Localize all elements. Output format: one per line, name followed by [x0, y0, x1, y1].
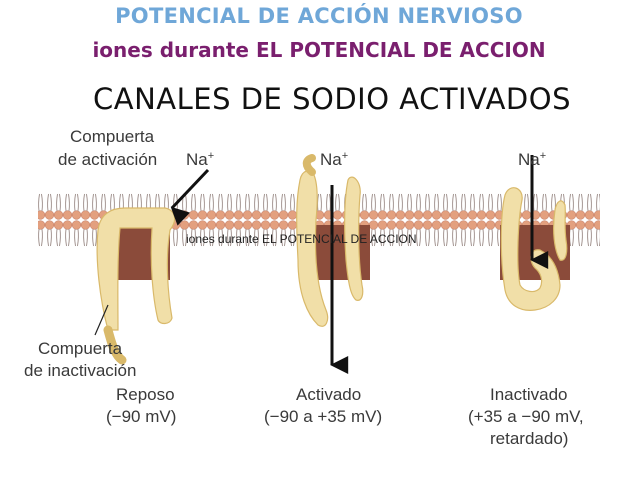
state-voltage-inactivated: (+35 a −90 mV,	[468, 407, 584, 426]
inactivation-gate-label-line2: de inactivación	[24, 361, 136, 380]
ion-charge: +	[342, 150, 348, 162]
state-voltage-activated: (−90 a +35 mV)	[264, 407, 382, 426]
ion-label-inactivated: Na+	[518, 150, 546, 169]
state-name-inactivated: Inactivado	[490, 385, 568, 404]
state-name-activated: Activado	[296, 385, 361, 404]
page-title: POTENCIAL DE ACCIÓN NERVIOSO	[115, 4, 523, 28]
ion-symbol: Na	[320, 150, 342, 169]
channel-activated	[296, 154, 370, 327]
ion-charge: +	[208, 150, 214, 162]
state-extra-inactivated: retardado)	[490, 429, 568, 448]
ion-charge: +	[540, 150, 546, 162]
state-name-resting: Reposo	[116, 385, 175, 404]
activation-gate-label-line1: Compuerta	[70, 127, 155, 146]
inactivation-gate-pointer	[94, 304, 109, 336]
ion-label-resting: Na+	[186, 150, 214, 169]
sodium-channel-diagram: Compuerta de activación Na+ Na+ Na+ Comp…	[24, 127, 600, 448]
page-subtitle: iones durante EL POTENCIAL DE ACCION	[92, 38, 546, 62]
state-voltage-resting: (−90 mV)	[106, 407, 176, 426]
channel-resting	[96, 207, 176, 365]
overlay-caption: iones durante EL POTENCIAL DE ACCION	[186, 232, 417, 246]
inactivation-gate-label-line1: Compuerta	[38, 339, 123, 358]
ion-symbol: Na	[186, 150, 208, 169]
activation-pointer-arrow	[170, 168, 210, 226]
activation-gate-label-line2: de activación	[58, 150, 157, 169]
section-heading: CANALES DE SODIO ACTIVADOS	[93, 82, 571, 116]
ion-symbol: Na	[518, 150, 540, 169]
ion-label-activated: Na+	[320, 150, 348, 169]
